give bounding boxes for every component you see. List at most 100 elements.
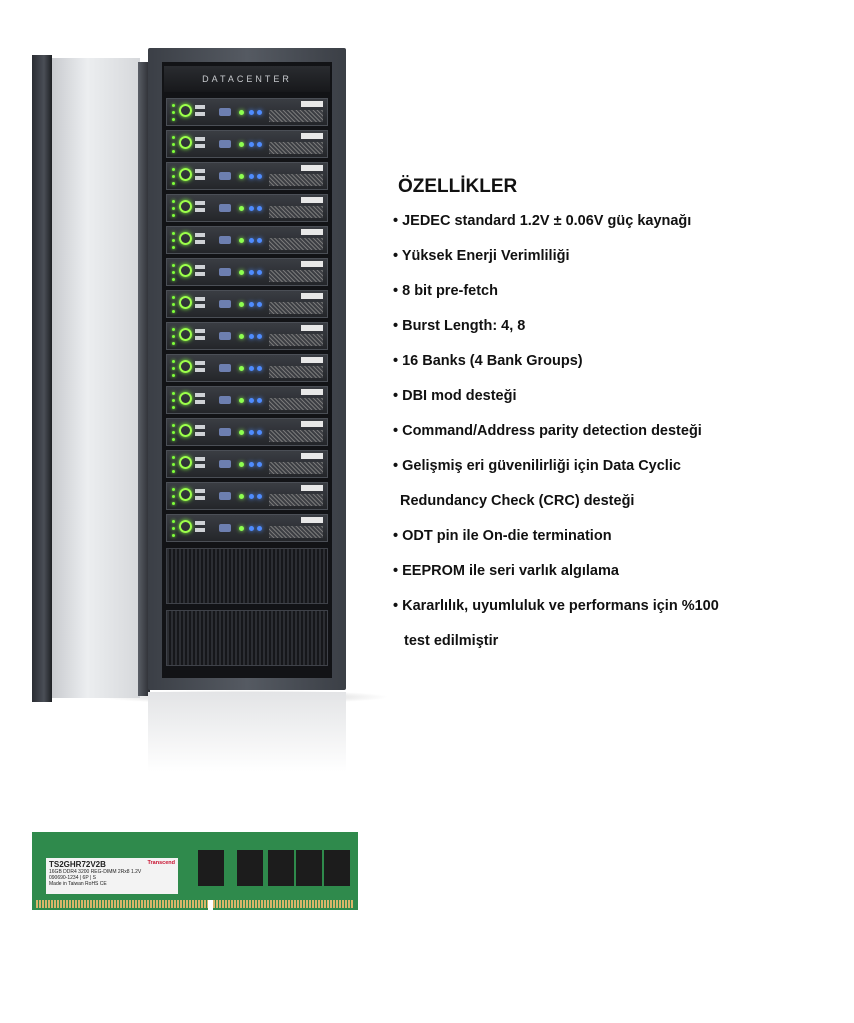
server-unit xyxy=(166,194,328,222)
status-led xyxy=(172,143,175,146)
usb-port-icon xyxy=(195,208,205,212)
activity-led xyxy=(239,366,244,371)
power-icon xyxy=(179,136,192,149)
usb-port-icon xyxy=(195,400,205,404)
network-led xyxy=(257,302,262,307)
ram-serial: 090690-1234 | 6P | S xyxy=(49,875,96,881)
usb-port-icon xyxy=(195,272,205,276)
usb-port-icon xyxy=(195,304,205,308)
activity-led xyxy=(239,142,244,147)
feature-item: • Gelişmiş eri güvenilirliği için Data C… xyxy=(393,458,681,474)
server-unit xyxy=(166,290,328,318)
usb-port-icon xyxy=(195,201,205,205)
status-led xyxy=(172,342,175,345)
vga-port-icon xyxy=(219,492,231,500)
status-led xyxy=(172,527,175,530)
status-led xyxy=(172,296,175,299)
status-led xyxy=(172,214,175,217)
ram-marks: RoHS CE xyxy=(85,881,107,887)
feature-item-continued: test edilmiştir xyxy=(404,633,499,649)
activity-led xyxy=(239,206,244,211)
server-rack: DATACENTER xyxy=(148,48,346,690)
usb-port-icon xyxy=(195,105,205,109)
asset-tag xyxy=(301,389,323,395)
activity-led xyxy=(239,494,244,499)
rack-door-frame xyxy=(32,55,52,702)
power-icon xyxy=(179,488,192,501)
power-icon xyxy=(179,296,192,309)
status-led xyxy=(172,246,175,249)
network-led xyxy=(249,270,254,275)
power-icon xyxy=(179,456,192,469)
asset-tag xyxy=(301,229,323,235)
usb-port-icon xyxy=(195,176,205,180)
status-led xyxy=(172,438,175,441)
network-led xyxy=(257,238,262,243)
drive-grill xyxy=(269,366,323,378)
network-led xyxy=(249,366,254,371)
vga-port-icon xyxy=(219,428,231,436)
status-led xyxy=(172,232,175,235)
network-led xyxy=(257,462,262,467)
vga-port-icon xyxy=(219,524,231,532)
usb-port-icon xyxy=(195,137,205,141)
network-led xyxy=(249,526,254,531)
activity-led xyxy=(239,270,244,275)
activity-led xyxy=(239,398,244,403)
usb-port-icon xyxy=(195,489,205,493)
ram-module-image: TS2GHR72V2B Transcend 16GB DDR4 3200 REG… xyxy=(32,832,358,910)
rack-interior: DATACENTER xyxy=(162,62,332,678)
activity-led xyxy=(239,334,244,339)
status-led xyxy=(172,463,175,466)
usb-port-icon xyxy=(195,240,205,244)
ram-chip xyxy=(237,850,263,886)
drive-grill xyxy=(269,110,323,122)
network-led xyxy=(249,142,254,147)
server-unit xyxy=(166,354,328,382)
vga-port-icon xyxy=(219,268,231,276)
network-led xyxy=(249,494,254,499)
network-led xyxy=(249,174,254,179)
network-led xyxy=(257,334,262,339)
power-icon xyxy=(179,104,192,117)
vga-port-icon xyxy=(219,204,231,212)
status-led xyxy=(172,104,175,107)
network-led xyxy=(249,206,254,211)
feature-item: • 8 bit pre-fetch xyxy=(393,283,498,299)
rack-door-panel xyxy=(52,58,140,698)
server-unit xyxy=(166,386,328,414)
activity-led xyxy=(239,238,244,243)
status-led xyxy=(172,310,175,313)
asset-tag xyxy=(301,101,323,107)
status-led xyxy=(172,488,175,491)
server-unit xyxy=(166,162,328,190)
asset-tag xyxy=(301,197,323,203)
status-led xyxy=(172,200,175,203)
asset-tag xyxy=(301,293,323,299)
network-led xyxy=(249,430,254,435)
ram-label: TS2GHR72V2B Transcend 16GB DDR4 3200 REG… xyxy=(46,858,178,894)
usb-port-icon xyxy=(195,361,205,365)
status-led xyxy=(172,168,175,171)
usb-port-icon xyxy=(195,297,205,301)
usb-port-icon xyxy=(195,265,205,269)
drive-grill xyxy=(269,494,323,506)
status-led xyxy=(172,182,175,185)
status-led xyxy=(172,239,175,242)
network-led xyxy=(249,302,254,307)
status-led xyxy=(172,456,175,459)
power-icon xyxy=(179,392,192,405)
features-section: ÖZELLİKLER • JEDEC standard 1.2V ± 0.06V… xyxy=(393,176,719,667)
vga-port-icon xyxy=(219,300,231,308)
network-led xyxy=(257,398,262,403)
network-led xyxy=(249,398,254,403)
network-led xyxy=(249,462,254,467)
network-led xyxy=(257,142,262,147)
asset-tag xyxy=(301,261,323,267)
drive-grill xyxy=(269,302,323,314)
asset-tag xyxy=(301,421,323,427)
drive-grill xyxy=(269,270,323,282)
status-led xyxy=(172,374,175,377)
status-led xyxy=(172,136,175,139)
network-led xyxy=(249,334,254,339)
